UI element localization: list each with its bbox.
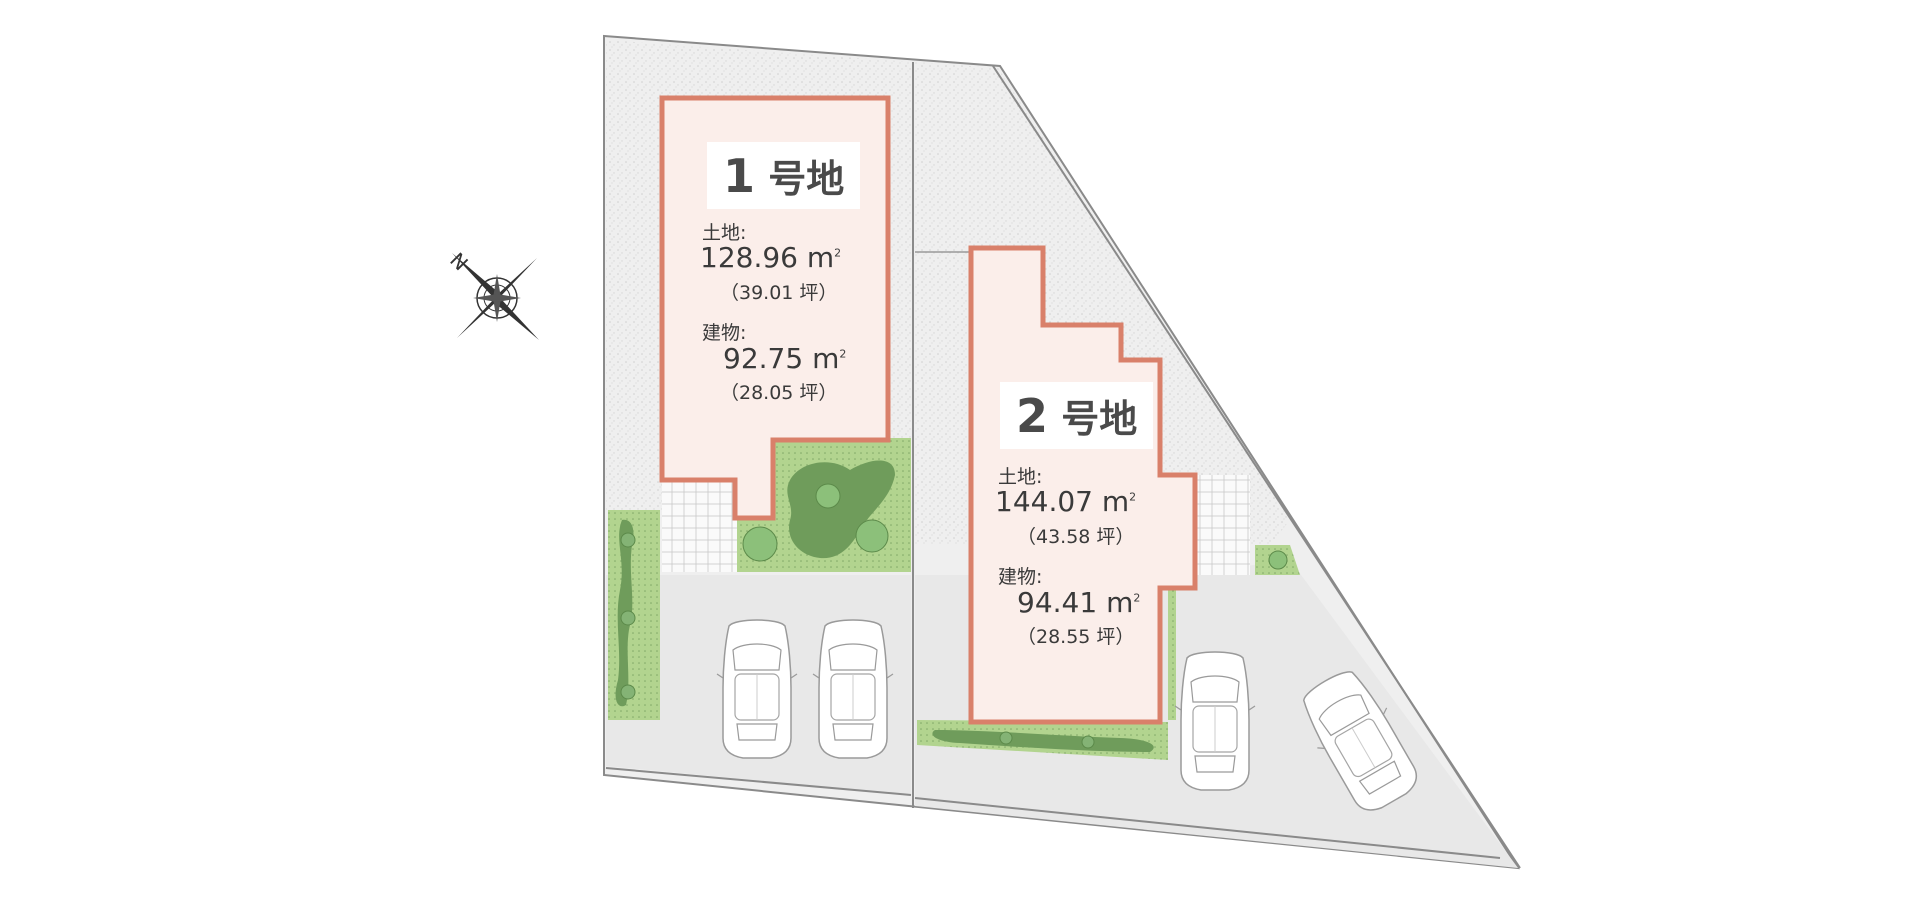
- lot2-title: 2 号地: [1000, 382, 1154, 449]
- lot1-car-1: [716, 619, 798, 759]
- lot2-land-tsubo: （43.58 坪）: [1017, 526, 1135, 548]
- lot2-building-label: 建物:: [998, 566, 1043, 588]
- lot1-building-tsubo: （28.05 坪）: [720, 382, 838, 404]
- lot1-land-tsubo: （39.01 坪）: [720, 282, 838, 304]
- lot2-building-tsubo: （28.55 坪）: [1017, 626, 1135, 648]
- lot2-land-area: 144.07 m2: [995, 485, 1137, 518]
- lot1-tree-2: [742, 526, 778, 562]
- lot2-tree: [1268, 550, 1288, 570]
- lot1-car-2: [812, 619, 894, 759]
- lot2-tile-approach: [1196, 475, 1250, 575]
- lot1-title: 1 号地: [707, 142, 861, 209]
- lot2-car-1: [1174, 651, 1256, 791]
- greenery-group: [608, 438, 1300, 760]
- compass-north-label: N: [445, 248, 473, 276]
- lot2-building-footprint: [968, 245, 1198, 725]
- lot2-building-area: 94.41 m2: [1017, 586, 1141, 619]
- lot1-land-label: 土地:: [702, 222, 747, 244]
- compass-rose-icon: [452, 253, 539, 340]
- lot1-title-text: 号地: [768, 157, 845, 201]
- lot1-land-area: 128.96 m2: [700, 241, 842, 274]
- lot2-land-label: 土地:: [998, 466, 1043, 488]
- lot1-title-number: 1: [723, 149, 756, 203]
- lot2-front-shrub: [932, 730, 1154, 752]
- lot2-title-number: 2: [1016, 389, 1049, 443]
- lot1-tile-approach: [662, 480, 737, 572]
- lot1-building-area: 92.75 m2: [723, 342, 847, 375]
- lot1-building-label: 建物:: [702, 322, 747, 344]
- lot1-rear-shrub: [787, 460, 895, 559]
- lot2-title-text: 号地: [1061, 397, 1138, 441]
- lot1-tree-1: [815, 483, 841, 509]
- lot1-tree-3: [855, 519, 889, 553]
- approach-tiles: [662, 475, 1250, 575]
